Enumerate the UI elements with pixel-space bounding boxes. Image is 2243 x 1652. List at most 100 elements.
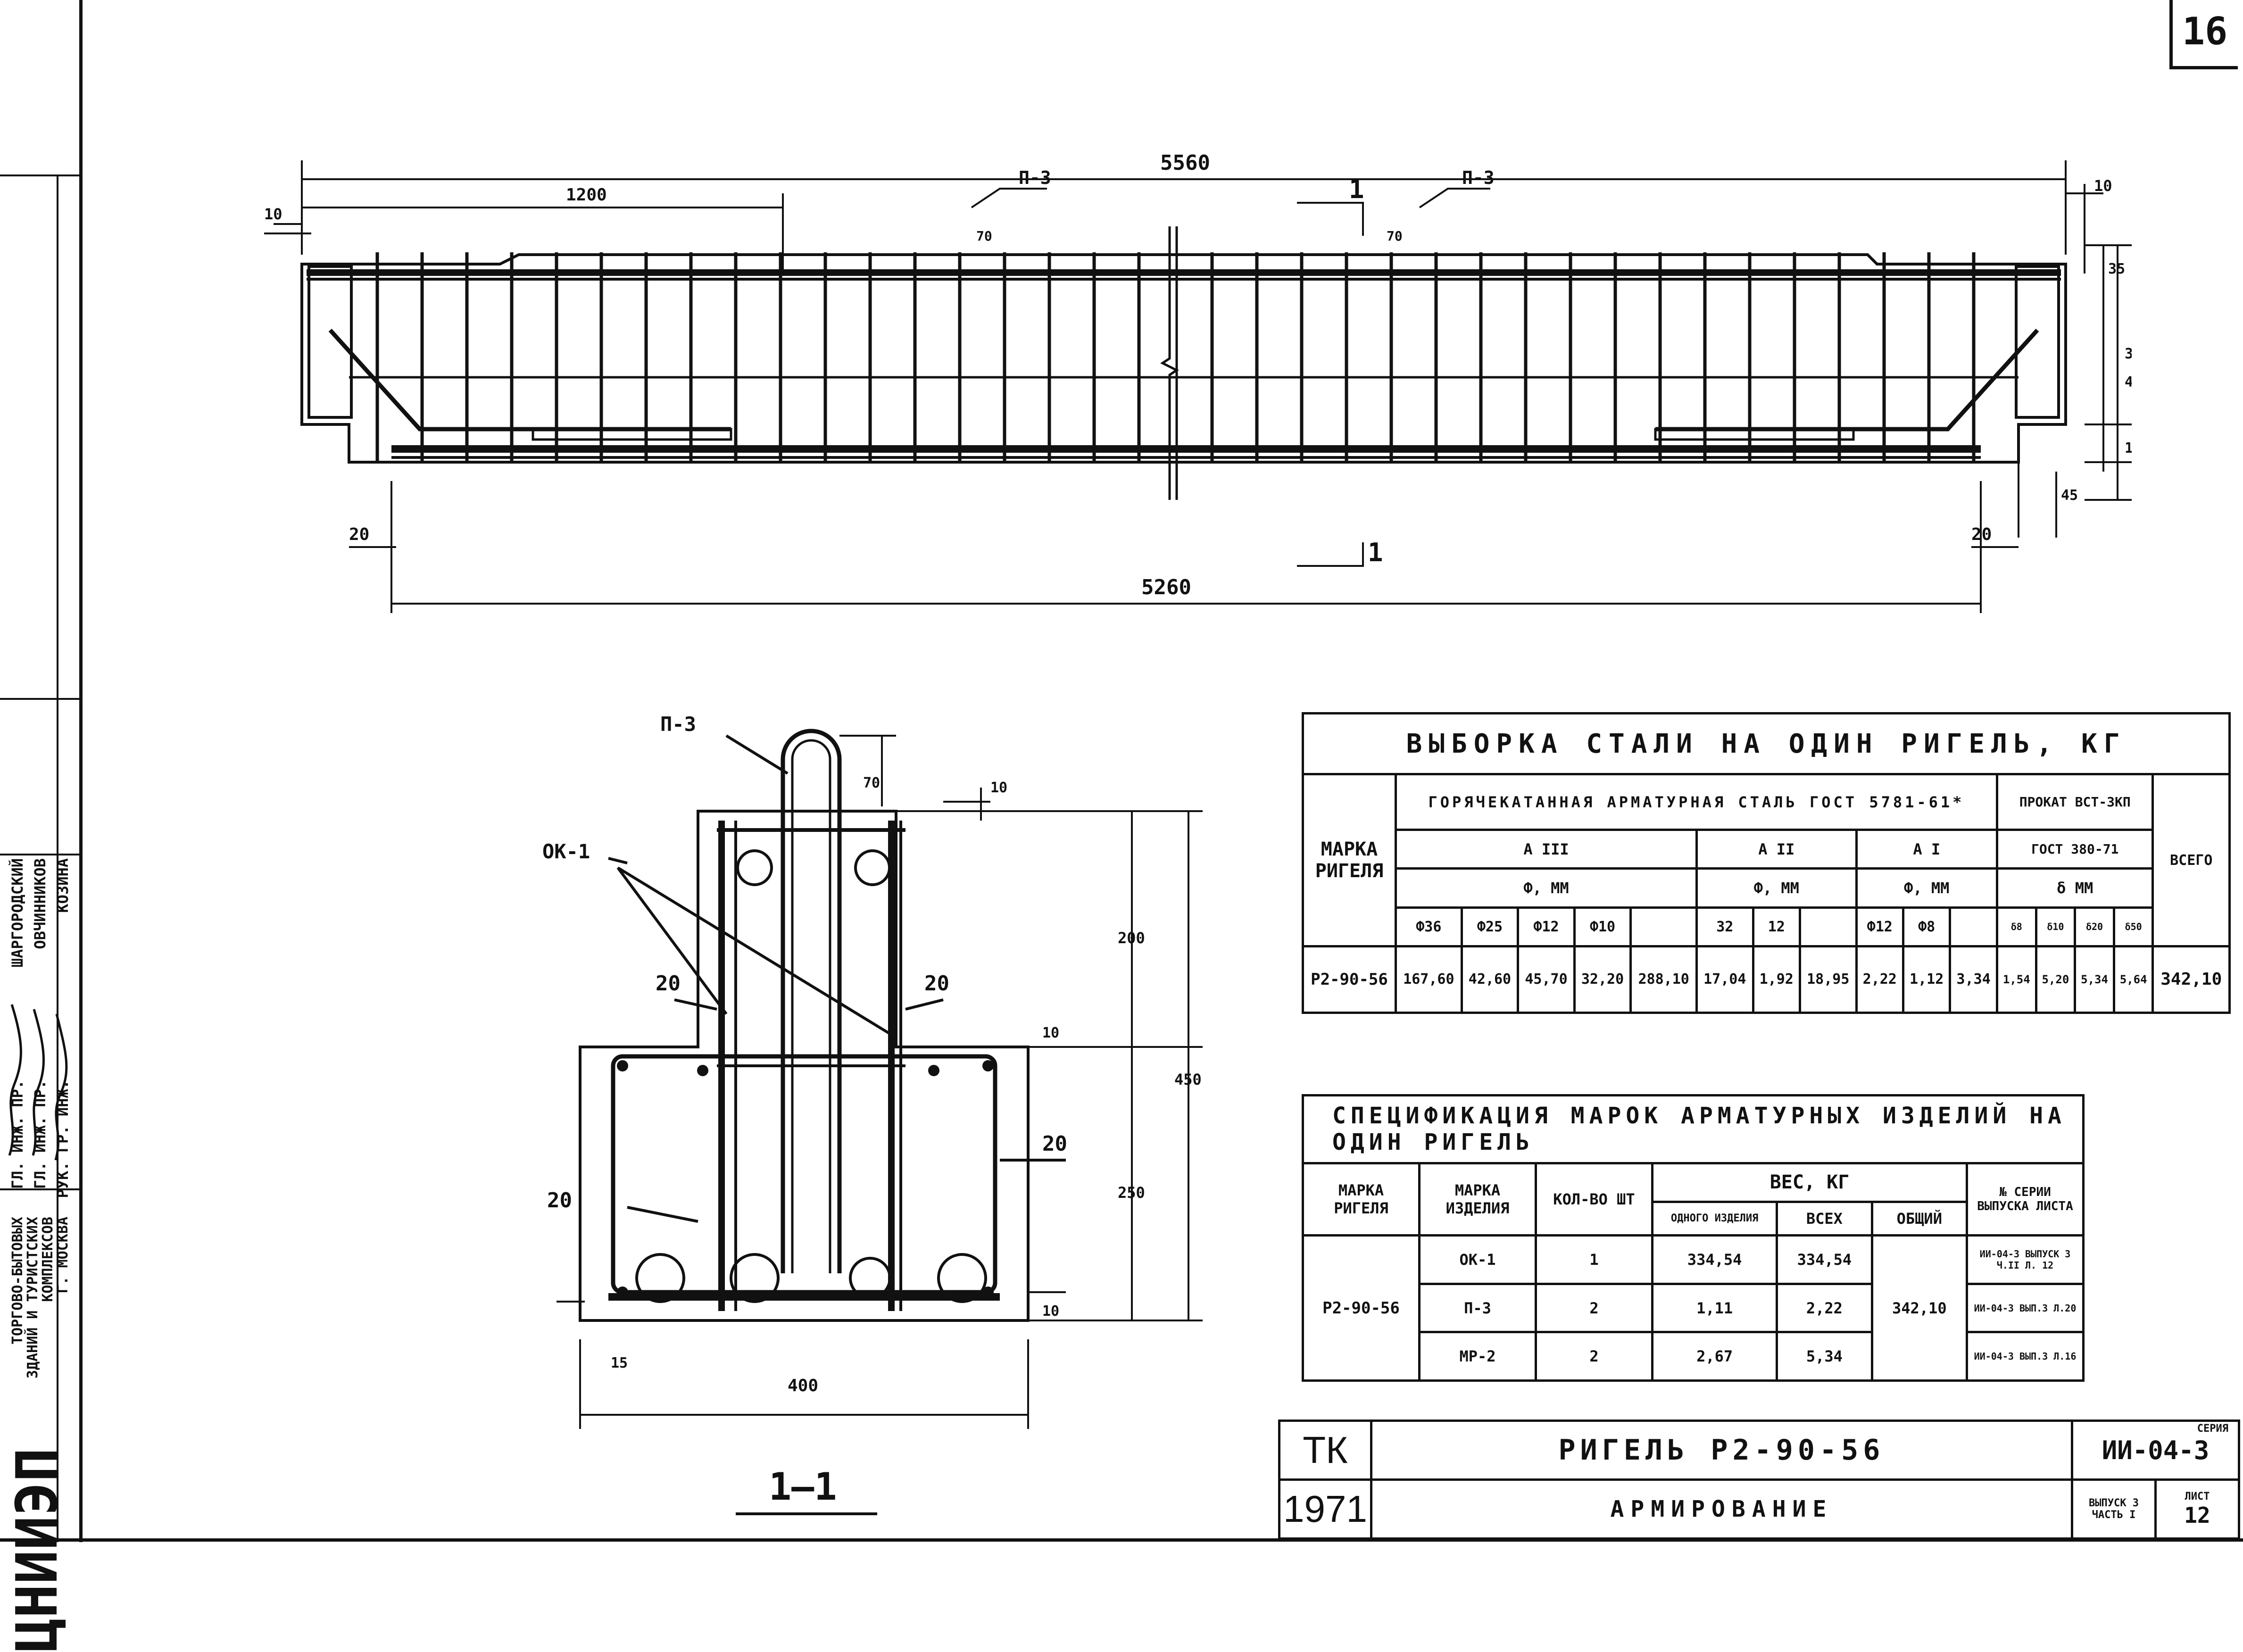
diam-cell: Ф8: [1902, 906, 1952, 947]
diam-cell: [1949, 906, 1998, 947]
dim-bottom-total: 5260: [1141, 575, 1191, 599]
spec-table-title: СПЕЦИФИКАЦИЯ МАРОК АРМАТУРНЫХ ИЗДЕЛИЙ НА…: [1302, 1094, 2085, 1164]
spec-h-weight: ВЕС, КГ: [1651, 1162, 1968, 1203]
steel-unit-a3: Ф, ММ: [1395, 867, 1698, 909]
diam-cell: Ф25: [1460, 906, 1520, 947]
sheet-number: 16: [2182, 9, 2228, 53]
spec-ref: ИИ-04-3 ВЫП.3 Л.16: [1966, 1331, 2085, 1382]
label-loop: П-3: [660, 713, 696, 736]
dim-10-bottom: 10: [1042, 1303, 1059, 1320]
label-loop-right: П-3: [1462, 167, 1495, 188]
spec-one: 1,11: [1651, 1282, 1778, 1334]
dim-450: 450: [1174, 1071, 1202, 1088]
frame-strip-edge: [57, 174, 58, 1542]
org-stamp-line: ТОРГОВО-БЫТОВЫХ: [9, 1217, 26, 1345]
spec-all: 5,34: [1776, 1331, 1873, 1382]
steel-value: 288,10: [1629, 945, 1698, 1014]
handwritten-signatures: [8, 1004, 68, 1161]
strip-divider: [0, 698, 80, 700]
title-year: 1971: [1278, 1478, 1372, 1540]
dim-bottom-left: 20: [349, 525, 369, 544]
signature-name: ШАРГОРОДСКИЙ: [8, 858, 26, 968]
diam-cell: 12: [1752, 906, 1801, 947]
dim-top-cover-right: 10: [2094, 177, 2112, 195]
title-series-label: СЕРИЯ: [2197, 1423, 2228, 1435]
spec-h-qty: КОЛ-ВО ШТ: [1535, 1162, 1653, 1237]
spec-ref: ИИ-04-3 ВЫПУСК 3 Ч.II Л. 12: [1966, 1234, 2085, 1285]
dim-15: 15: [611, 1355, 628, 1371]
label-loop-left: П-3: [1019, 167, 1051, 188]
title-tk: ТК: [1278, 1420, 1372, 1481]
steel-col-mark: МАРКА РИГЕЛЯ: [1302, 773, 1397, 947]
spec-one: 2,67: [1651, 1331, 1778, 1382]
title-name: РИГЕЛЬ Р2-90-56: [1370, 1420, 2074, 1481]
signature-name: ОВЧИННИКОВ: [31, 858, 49, 949]
steel-unit-roll: δ ММ: [1995, 867, 2154, 909]
steel-total-value: 342,10: [2152, 945, 2231, 1014]
org-stamp-line: ЗДАНИЙ И ТУРИСТСКИХ: [25, 1217, 41, 1379]
steel-value: 5,20: [2035, 945, 2077, 1014]
spec-table: СПЕЦИФИКАЦИЯ МАРОК АРМАТУРНЫХ ИЗДЕЛИЙ НА…: [1302, 1094, 2085, 1382]
diam-cell: Ф10: [1573, 906, 1632, 947]
section-mark-bottom: 1: [1368, 538, 1383, 567]
dim-end-left: 1200: [566, 185, 607, 205]
steel-value: 5,34: [2074, 945, 2115, 1014]
org-stamp-line: КОМПЛЕКСОВ: [40, 1217, 56, 1302]
title-sheet-value: 12: [2184, 1502, 2210, 1528]
steel-value: 32,20: [1573, 945, 1632, 1014]
org-stamp-line: Г. МОСКВА: [55, 1217, 71, 1294]
strip-divider: [0, 1188, 80, 1190]
label-cage: ОК-1: [542, 840, 590, 863]
dim-20-right: 20: [924, 971, 949, 996]
diam-cell: 32: [1695, 906, 1754, 947]
loop-p3: [781, 729, 842, 1273]
dim-height-300: 300: [2125, 346, 2132, 362]
spec-h-all: ВСЕХ: [1776, 1200, 1873, 1237]
strip-divider: [0, 854, 80, 855]
dim-loop-mid: 70: [1387, 228, 1403, 244]
steel-class-a1: А I: [1855, 828, 1998, 870]
diam-cell: δ10: [2035, 906, 2077, 947]
steel-value: 42,60: [1460, 945, 1520, 1014]
spec-qty: 2: [1535, 1282, 1653, 1334]
dim-loop-left: 70: [976, 228, 992, 244]
diam-cell: [1629, 906, 1698, 947]
sheet-number-box: 16: [2169, 0, 2238, 69]
dim-top-cover-left: 10: [264, 205, 282, 223]
steel-value: 17,04: [1695, 945, 1754, 1014]
title-sheet: ЛИСТ 12: [2154, 1478, 2240, 1540]
dim-20-low: 20: [547, 1188, 572, 1212]
steel-row-mark: Р2-90-56: [1302, 945, 1397, 1014]
spec-qty: 1: [1535, 1234, 1653, 1285]
steel-roll-gost: ГОСТ 380-71: [1995, 828, 2154, 870]
dim-height-150: 150: [2125, 440, 2132, 457]
dim-total-top: 5560: [1160, 151, 1210, 175]
spec-h-mark: МАРКА РИГЕЛЯ: [1302, 1162, 1421, 1237]
steel-table-title: ВЫБОРКА СТАЛИ НА ОДИН РИГЕЛЬ, КГ: [1302, 712, 2231, 776]
dim-bottom-right: 20: [1971, 525, 1992, 544]
spec-item: МР-2: [1418, 1331, 1537, 1382]
title-issue: ВЫПУСК 3 ЧАСТЬ I: [2071, 1478, 2157, 1540]
spec-h-item: МАРКА ИЗДЕЛИЯ: [1418, 1162, 1537, 1237]
steel-value: 18,95: [1798, 945, 1858, 1014]
steel-value: 1,12: [1902, 945, 1952, 1014]
diam-cell: δ20: [2074, 906, 2115, 947]
dim-200: 200: [1118, 929, 1145, 947]
title-subtitle: АРМИРОВАНИЕ: [1370, 1478, 2074, 1540]
spec-total: 342,10: [1870, 1234, 1969, 1382]
steel-value: 167,60: [1395, 945, 1463, 1014]
section-mark-top: 1: [1349, 174, 1364, 204]
steel-group-roll: ПРОКАТ ВСТ-3КП: [1995, 773, 2154, 831]
title-series: СЕРИЯ ИИ-04-3: [2071, 1420, 2240, 1481]
dim-height-450: 450: [2125, 374, 2132, 390]
org-stamp: ЦНИИЭП: [5, 1448, 70, 1652]
steel-total-header: ВСЕГО: [2152, 773, 2231, 947]
dim-height-45: 45: [2061, 487, 2078, 504]
steel-value: 45,70: [1517, 945, 1576, 1014]
section-title: 1—1: [769, 1465, 837, 1509]
spec-one: 334,54: [1651, 1234, 1778, 1285]
spec-all: 334,54: [1776, 1234, 1873, 1285]
strip-divider: [0, 174, 80, 176]
steel-selection-table: ВЫБОРКА СТАЛИ НА ОДИН РИГЕЛЬ, КГ МАРКА Р…: [1302, 712, 2231, 1014]
diam-cell: δ50: [2112, 906, 2154, 947]
